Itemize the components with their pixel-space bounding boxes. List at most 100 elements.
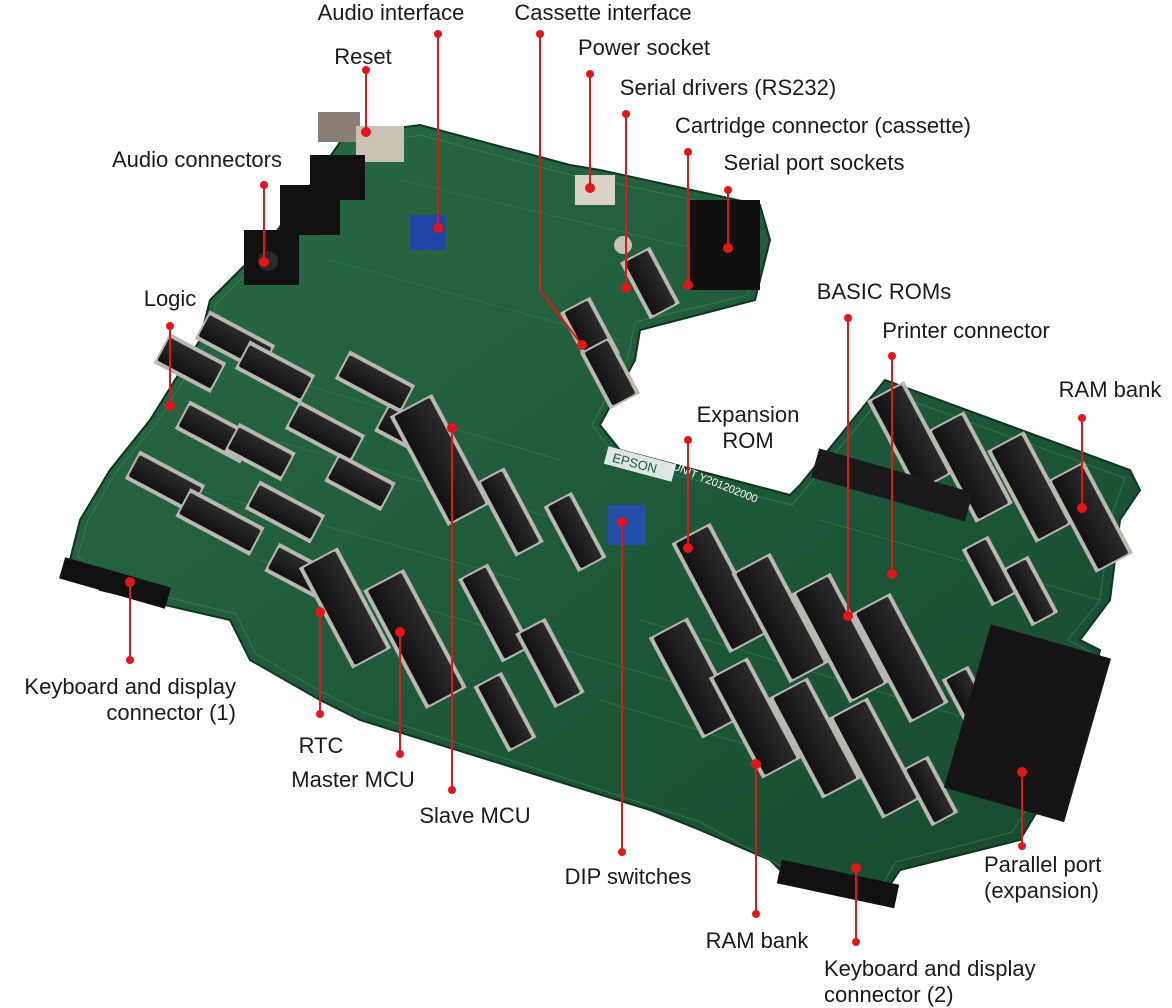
leader-anchor xyxy=(844,314,852,322)
label-dip-switches: DIP switches xyxy=(550,864,706,890)
label-line: connector (1) xyxy=(106,700,236,725)
label-line: Cassette interface xyxy=(514,0,692,25)
leader-anchor xyxy=(126,656,134,664)
ic-chip xyxy=(851,592,949,724)
leader-dot xyxy=(577,340,587,350)
leader-dot xyxy=(621,283,631,293)
connectors xyxy=(59,112,1111,909)
ic-body xyxy=(932,415,1008,519)
leader-anchor xyxy=(618,848,626,856)
leader-anchor xyxy=(888,352,896,360)
ic-body xyxy=(289,405,361,459)
ic-body xyxy=(368,573,462,705)
ic-chip xyxy=(671,522,769,654)
ic-body xyxy=(249,485,321,539)
chip-group xyxy=(124,246,1133,827)
ic-chip xyxy=(648,617,742,739)
ic-chip xyxy=(1047,461,1133,573)
ic-chip xyxy=(175,488,265,556)
leader-dot xyxy=(1077,503,1087,513)
brand-plate xyxy=(603,446,677,482)
leader-anchor xyxy=(166,322,174,330)
label-line: Serial port sockets xyxy=(723,150,905,175)
label-line: BASIC ROMs xyxy=(816,279,952,304)
ic-chip xyxy=(473,671,537,753)
label-line: Audio interface xyxy=(317,0,465,25)
label-audio-interface: Audio interface xyxy=(306,0,476,26)
power-socket-body xyxy=(575,175,615,205)
ic-body xyxy=(773,681,857,795)
leader-dot xyxy=(1017,767,1027,777)
ic-chip xyxy=(1001,555,1059,627)
label-line: Keyboard and display xyxy=(24,674,236,699)
label-line: Power socket xyxy=(577,35,711,60)
label-line: Expansion xyxy=(696,402,800,427)
leader-anchor xyxy=(316,710,324,718)
keyboard-connector-2-body xyxy=(776,859,900,909)
ic-chip xyxy=(124,450,206,514)
leader-dot xyxy=(585,183,595,193)
ic-body xyxy=(129,455,201,509)
label-power-socket: Power socket xyxy=(560,35,728,61)
label-line: RAM bank xyxy=(1058,377,1162,402)
label-line: Keyboard and display xyxy=(824,956,1036,981)
ic-body xyxy=(796,577,884,699)
ic-chip xyxy=(791,572,889,704)
label-reset: Reset xyxy=(318,44,408,70)
leader-dot xyxy=(887,569,897,579)
power-socket-ring xyxy=(614,236,632,254)
ic-chip xyxy=(708,657,802,779)
keyboard-connector-1-body xyxy=(59,557,171,609)
ic-body xyxy=(339,355,411,409)
label-line: Audio connectors xyxy=(112,147,282,172)
ic-body xyxy=(520,622,580,704)
ic-chip xyxy=(768,677,862,799)
ic-chip xyxy=(324,452,396,512)
leader-anchor xyxy=(752,910,760,918)
label-line: Cartridge connector (cassette) xyxy=(675,113,971,138)
ic-body xyxy=(394,398,486,522)
ic-chip xyxy=(153,332,227,394)
ic-body xyxy=(239,345,311,399)
ic-chip xyxy=(234,340,316,404)
ic-body xyxy=(653,621,737,735)
ic-chip xyxy=(901,755,959,827)
leader-dot xyxy=(683,280,693,290)
label-parallel-port: Parallel port (expansion) xyxy=(984,852,1134,904)
ic-chip xyxy=(543,491,607,573)
label-ram-bank-bottom: RAM bank xyxy=(692,928,822,954)
leader-dot xyxy=(165,401,175,411)
label-line: ROM xyxy=(722,428,774,453)
label-cassette-interface: Cassette interface xyxy=(494,0,712,26)
leader-dot xyxy=(851,863,861,873)
reset-switch-body xyxy=(318,112,360,142)
leader-anchor xyxy=(684,148,692,156)
label-logic: Logic xyxy=(130,286,210,312)
ic-body xyxy=(736,557,824,679)
leader-anchor xyxy=(1018,842,1026,850)
pcb-outline xyxy=(68,123,1142,902)
leader-anchor xyxy=(434,30,442,38)
ic-body xyxy=(303,551,387,665)
ic-body xyxy=(713,661,797,775)
leader-lines xyxy=(125,30,1087,946)
ic-chip xyxy=(224,422,296,482)
leader-anchor xyxy=(448,786,456,794)
ic-chip xyxy=(476,467,544,557)
ic-body xyxy=(478,676,532,748)
ic-body xyxy=(179,493,261,551)
ic-body xyxy=(1006,560,1054,622)
label-keyboard-display-1: Keyboard and display connector (1) xyxy=(0,674,236,726)
ic-chip xyxy=(244,480,326,544)
leader-anchor xyxy=(362,66,370,74)
leader-dot xyxy=(361,127,371,137)
label-line: RTC xyxy=(298,733,344,758)
leader-anchor xyxy=(852,938,860,946)
ic-body xyxy=(992,435,1068,539)
ic-chip xyxy=(284,400,366,464)
ic-chip xyxy=(457,563,533,663)
ic-body xyxy=(906,760,954,822)
label-printer-connector: Printer connector xyxy=(864,318,1068,344)
